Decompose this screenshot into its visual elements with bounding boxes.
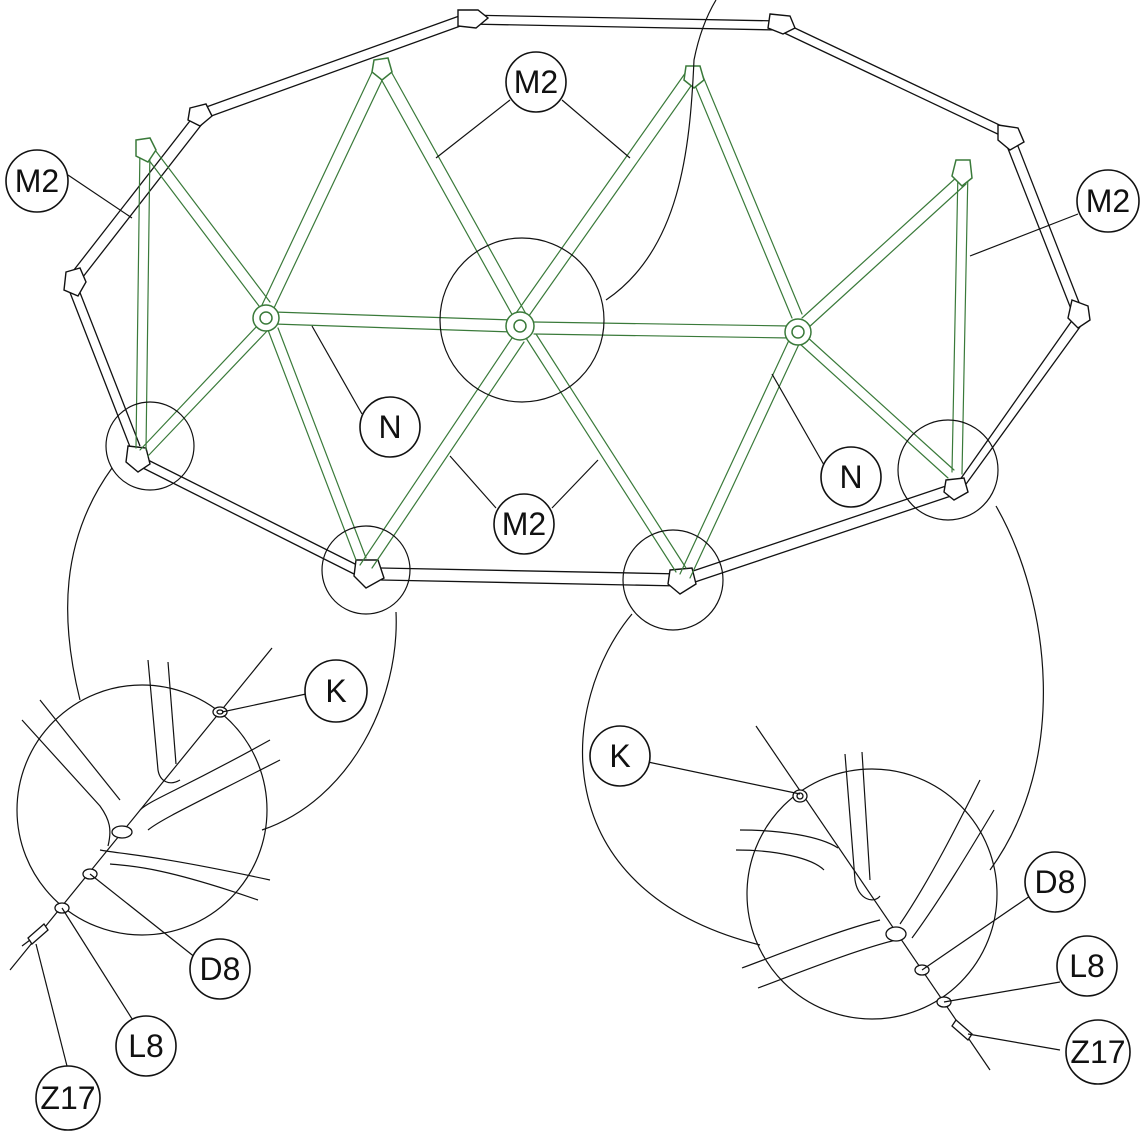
- label-d8-right: D8: [1035, 864, 1076, 900]
- zoom-circles: [105, 237, 999, 631]
- label-l8-left: L8: [128, 1028, 164, 1064]
- label-n-left: N: [378, 409, 401, 445]
- label-z17-right: Z17: [1070, 1034, 1125, 1070]
- label-k-right: K: [609, 738, 630, 774]
- callout-d8-left: D8: [189, 938, 251, 1000]
- callout-l8-left: L8: [115, 1015, 177, 1077]
- callout-d8-right: D8: [1024, 851, 1086, 913]
- callout-l8-right: L8: [1056, 935, 1118, 997]
- outer-frame: [63, 9, 1091, 595]
- callout-m2-top: M2: [505, 51, 567, 113]
- leader-lines: [35, 99, 1079, 1071]
- detail-view-right: [735, 725, 998, 1071]
- label-k-left: K: [325, 673, 346, 709]
- callout-n-left: N: [359, 396, 421, 458]
- callout-k-left: K: [304, 659, 368, 723]
- callout-m2-right: M2: [1076, 169, 1140, 233]
- green-hubs: [135, 57, 973, 346]
- callout-k-right: K: [589, 725, 651, 787]
- callout-z17-right: Z17: [1065, 1019, 1131, 1085]
- label-m2-right: M2: [1086, 183, 1130, 219]
- label-l8-right: L8: [1069, 948, 1105, 984]
- label-m2-bottom: M2: [502, 506, 546, 542]
- connector-curves: [67, 0, 1044, 946]
- label-m2-top: M2: [514, 64, 558, 100]
- callout-m2-left: M2: [5, 149, 69, 213]
- label-n-right: N: [839, 459, 862, 495]
- callout-z17-left: Z17: [35, 1065, 101, 1131]
- green-struts: [135, 65, 969, 579]
- label-z17-left: Z17: [40, 1080, 95, 1116]
- label-d8-left: D8: [200, 951, 241, 987]
- callout-n-right: N: [820, 446, 882, 508]
- label-m2-left: M2: [15, 163, 59, 199]
- detail-view-left: [9, 647, 281, 971]
- callout-m2-bottom: M2: [493, 493, 555, 555]
